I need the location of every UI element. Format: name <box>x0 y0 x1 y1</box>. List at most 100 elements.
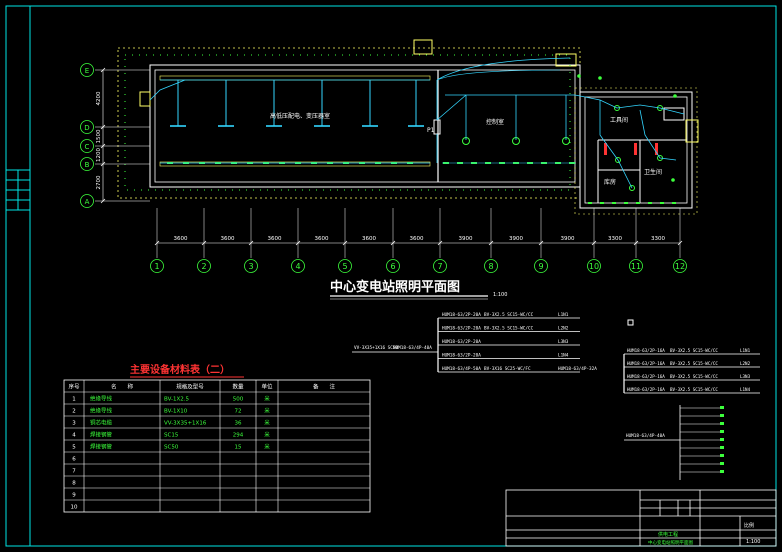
binding-strip-boxes <box>5 169 31 211</box>
table-header-cell: 数量 <box>232 383 244 391</box>
table-cell: 焊接钢管 <box>90 431 113 439</box>
table-cell: 500 <box>233 397 244 403</box>
col-dim-tick <box>591 240 597 246</box>
ladder-terminal <box>720 446 724 449</box>
table-cell: 10 <box>71 505 78 511</box>
circuit2-marker <box>627 319 634 326</box>
annex-wire-3 <box>639 109 677 161</box>
lighting-fixtures <box>167 74 677 204</box>
row-axis-label: B <box>85 161 90 169</box>
col-dim-tick <box>677 240 683 246</box>
circuit2-cable-label: BV-3X2.5 SC15-WC/CC <box>670 387 718 392</box>
col-axis-label: 1 <box>154 262 159 271</box>
ladder-terminal <box>720 454 724 457</box>
room-label-hall: 高低压配电、变压器室 <box>270 112 330 120</box>
col-axis-bubble <box>291 259 305 273</box>
earthing-ring <box>124 54 571 191</box>
table-cell: 米 <box>264 443 270 451</box>
table-cell: 1 <box>72 397 76 403</box>
col-axis-label: 9 <box>538 262 543 271</box>
round-lamp-icon <box>615 157 621 163</box>
control-link <box>436 94 467 121</box>
table-header-cell: 规格及型号 <box>176 383 204 391</box>
door-top <box>413 39 433 55</box>
table-cell: 72 <box>235 409 242 415</box>
circuit2-breaker-label: HUM18-63/2P-16A <box>627 348 665 353</box>
row-axis-bubble <box>80 139 94 153</box>
col-dim-label: 3600 <box>315 236 329 242</box>
col-dim-label: 3600 <box>174 236 188 242</box>
table-cell: 5 <box>72 445 76 451</box>
row-axis-bubble <box>80 194 94 208</box>
table-cell: 4 <box>72 433 76 439</box>
col-axis-bubble <box>484 259 498 273</box>
room-label-storage: 库房 <box>604 178 616 186</box>
col-dim-label: 3300 <box>651 236 665 242</box>
col-axis-label: 10 <box>589 262 599 271</box>
row-dim-tick <box>100 198 106 204</box>
col-axis-label: 7 <box>437 262 442 271</box>
table-cell: BV-1X2.5 <box>164 397 190 403</box>
ladder-terminal <box>720 438 724 441</box>
col-axis-label: 5 <box>342 262 347 271</box>
table-cell: 2 <box>72 409 76 415</box>
ladder-terminal <box>720 422 724 425</box>
table-cell: 3 <box>72 421 76 427</box>
col-axis-label: 4 <box>295 262 300 271</box>
round-lamp-icon <box>629 185 635 191</box>
col-dim-tick <box>538 240 544 246</box>
col-dim-label: 3600 <box>362 236 376 242</box>
table-cell: 绝缘导线 <box>90 395 113 403</box>
panel-label-p1: P1 <box>427 127 435 134</box>
col-dim-label: 3900 <box>561 236 575 242</box>
row-axis-bubble <box>80 63 94 77</box>
switch-icon <box>577 74 581 78</box>
col-axis-bubble <box>587 259 601 273</box>
row-dim-label: 1200 <box>96 148 102 162</box>
circuit1-circuit-label: L3N3 <box>558 339 569 345</box>
col-dim-label: 3900 <box>509 236 523 242</box>
col-axis-bubble <box>673 259 687 273</box>
col-axis-bubble <box>197 259 211 273</box>
circuit2-circuit-label: L1N4 <box>740 387 751 392</box>
title-block <box>505 489 777 547</box>
roof-wire <box>436 57 571 81</box>
table-title: 主要设备材料表（二） <box>130 363 230 376</box>
col-dim-label: 3300 <box>608 236 622 242</box>
row-axis-label: C <box>85 143 90 151</box>
table-header-cell: 单位 <box>261 383 273 391</box>
col-dim-label: 3600 <box>410 236 424 242</box>
title-block-project: 供电工程 <box>658 531 678 538</box>
table-cell: 294 <box>233 433 244 439</box>
circuit1-cable-label: BV-3X16 SC25-WC/FC <box>484 366 531 372</box>
col-dim-label: 3900 <box>459 236 473 242</box>
table-cell: 绝缘导线 <box>90 407 113 415</box>
col-axis-bubble <box>534 259 548 273</box>
title-block-sheet: 1:100 <box>746 539 760 545</box>
table-header-cell: 名 称 <box>111 383 134 391</box>
drawing-title: 中心变电站照明平面图 <box>330 279 460 295</box>
row-dim-label: 4200 <box>96 91 102 105</box>
col-dim-tick <box>488 240 494 246</box>
floor-plan <box>117 39 699 215</box>
row-dim-tick <box>100 124 106 130</box>
circuit1-breaker-label: HUM18-63/2P-20A <box>442 353 481 359</box>
row-dim-label: 1500 <box>96 129 102 143</box>
table-cell: VV-3X35+1X16 <box>164 421 207 427</box>
table-cell: 15 <box>235 445 242 451</box>
room-label-toilet: 卫生间 <box>644 168 662 176</box>
table-cell: SC15 <box>164 433 179 439</box>
table-cell: 8 <box>72 481 76 487</box>
entry-wire <box>149 79 186 101</box>
circuit1-breaker-label: HUM18-63/2P-20A <box>442 312 481 318</box>
switch-icon <box>671 178 675 182</box>
lighting-wiring <box>149 57 685 189</box>
col-dim-tick <box>154 240 160 246</box>
circuit2-breaker-label: HUM18-63/2P-16A <box>627 361 665 366</box>
col-axis-label: 2 <box>201 262 206 271</box>
circuit2-circuit-label: L2N2 <box>740 361 751 366</box>
